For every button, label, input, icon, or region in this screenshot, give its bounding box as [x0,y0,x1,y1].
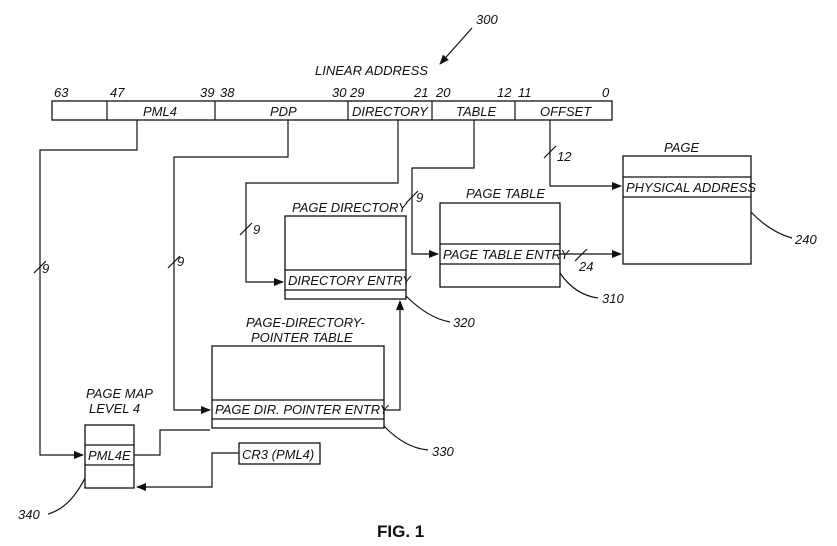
width-9-pdp: 9 [177,254,184,269]
slash-9-pdp [167,255,181,269]
cr3-register: CR3 (PML4) [238,442,321,465]
bit-11: 11 [518,85,532,100]
ref-300-label: 300 [476,12,498,27]
pdpt-title-line1: PAGE-DIRECTORY- [246,315,365,330]
width-12: 12 [557,149,572,164]
ref-340-leader [47,477,86,515]
bit-12: 12 [497,85,512,100]
pdp-arrow [173,120,289,414]
figure-label: FIG. 1 [377,522,424,541]
linear-address-title: LINEAR ADDRESS [315,63,428,78]
pdp-entry: PAGE DIR. POINTER ENTRY [215,402,390,417]
ref-340-label: 340 [18,507,40,522]
directory-arrow [245,120,399,286]
physical-address-entry: PHYSICAL ADDRESS [626,180,756,195]
page-title: PAGE [664,140,699,155]
table-arrow [411,120,475,258]
cr3-arrow [136,452,239,491]
linear-address-register: PML4 PDP DIRECTORY TABLE OFFSET [51,100,613,121]
slash-9-pml4 [33,260,47,274]
bit-20: 20 [435,85,451,100]
bit-39: 39 [200,85,214,100]
bit-21: 21 [413,85,428,100]
pml4-title-line2: LEVEL 4 [89,401,140,416]
ref-300-arrow [439,27,473,65]
directory-entry: DIRECTORY ENTRY [288,273,412,288]
ref-310-leader [559,272,599,299]
page-box: PAGE PHYSICAL ADDRESS [622,140,756,265]
page-table-box: PAGE TABLE PAGE TABLE ENTRY [439,186,571,288]
width-24: 24 [578,259,593,274]
field-directory: DIRECTORY [352,104,429,119]
page-directory-title: PAGE DIRECTORY [292,200,408,215]
field-table: TABLE [456,104,497,119]
pml4e-to-pdpt-arrow [134,429,210,456]
ref-240-leader [750,211,793,239]
ref-320-leader [405,295,451,323]
bit-30: 30 [332,85,347,100]
bit-63: 63 [54,85,69,100]
ref-310-label: 310 [602,291,624,306]
pdpe-to-directory-arrow [384,300,404,411]
pdpt-box: PAGE-DIRECTORY- POINTER TABLE PAGE DIR. … [211,315,390,429]
bit-29: 29 [349,85,364,100]
pdpt-title-line2: POINTER TABLE [251,330,353,345]
page-directory-box: PAGE DIRECTORY DIRECTORY ENTRY [284,200,412,300]
pml4-arrow [39,120,138,459]
field-pml4: PML4 [143,104,177,119]
ref-320-label: 320 [453,315,475,330]
ref-330-label: 330 [432,444,454,459]
bit-0: 0 [602,85,610,100]
slash-24 [574,248,588,262]
bit-38: 38 [220,85,235,100]
width-9-pml4: 9 [42,261,49,276]
offset-arrow [549,120,622,190]
field-pdp: PDP [270,104,297,119]
slash-9-directory [239,222,253,236]
pml4-table-box: PAGE MAP LEVEL 4 PML4E [84,386,153,489]
ref-330-leader [383,425,429,451]
page-table-title: PAGE TABLE [466,186,545,201]
bit-47: 47 [110,85,125,100]
page-table-entry: PAGE TABLE ENTRY [443,247,571,262]
ref-240-label: 240 [794,232,817,247]
slash-12 [543,145,557,159]
pml4e-entry: PML4E [88,448,131,463]
width-9-table: 9 [416,190,423,205]
pml4-title-line1: PAGE MAP [86,386,153,401]
cr3-label: CR3 (PML4) [242,447,314,462]
bit-labels: 63 47 39 38 30 29 21 20 12 11 0 [54,85,610,100]
slash-9-table [405,190,419,204]
field-offset: OFFSET [540,104,592,119]
width-9-directory: 9 [253,222,260,237]
